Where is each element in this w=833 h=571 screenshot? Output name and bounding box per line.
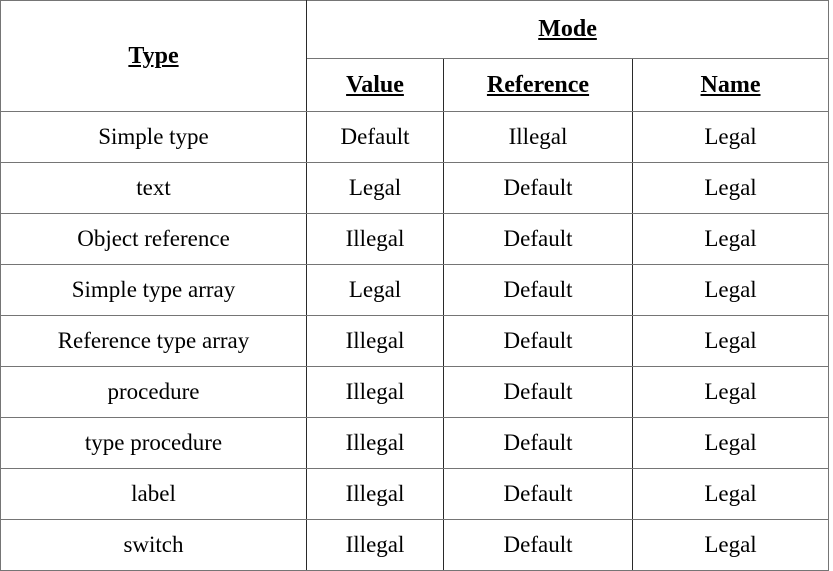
cell-reference: Default	[443, 519, 633, 571]
cell-name: Legal	[631, 417, 830, 469]
cell-type: Simple type	[0, 111, 307, 163]
table-header: Type Mode Value Reference Name	[0, 0, 830, 112]
cell-value: Illegal	[306, 213, 444, 265]
column-header-value-label: Value	[346, 71, 404, 98]
cell-type: switch	[0, 519, 307, 571]
cell-type: Simple type array	[0, 264, 307, 316]
cell-type: Reference type array	[0, 315, 307, 367]
cell-name: Legal	[631, 519, 830, 571]
cell-name: Legal	[631, 111, 830, 163]
cell-reference: Default	[443, 213, 633, 265]
table-header-row-sub: Value Reference Name	[1, 58, 830, 112]
column-group-header-mode-label: Mode	[538, 16, 597, 43]
column-header-name: Name	[631, 58, 830, 112]
cell-value: Legal	[306, 264, 444, 316]
cell-reference: Default	[443, 468, 633, 520]
cell-name: Legal	[631, 366, 830, 418]
column-header-value: Value	[306, 58, 444, 112]
cell-type: label	[0, 468, 307, 520]
cell-reference: Illegal	[443, 111, 633, 163]
cell-name: Legal	[631, 468, 830, 520]
cell-reference: Default	[443, 417, 633, 469]
column-header-reference-label: Reference	[486, 71, 590, 98]
cell-value: Illegal	[306, 315, 444, 367]
cell-value: Illegal	[306, 417, 444, 469]
cell-reference: Default	[443, 264, 633, 316]
cell-value: Default	[306, 111, 444, 163]
column-group-header-mode: Mode	[305, 0, 830, 59]
cell-type: Object reference	[0, 213, 307, 265]
cell-value: Illegal	[306, 468, 444, 520]
cell-type: procedure	[0, 366, 307, 418]
column-header-type: Type	[0, 0, 307, 112]
cell-value: Legal	[306, 162, 444, 214]
cell-value: Illegal	[306, 366, 444, 418]
cell-reference: Default	[443, 366, 633, 418]
cell-name: Legal	[631, 264, 830, 316]
cell-type: type procedure	[0, 417, 307, 469]
table-header-row-group: Type Mode	[0, 0, 830, 112]
cell-reference: Default	[443, 162, 633, 214]
column-header-reference: Reference	[443, 58, 633, 112]
cell-value: Illegal	[306, 519, 444, 571]
cell-name: Legal	[631, 213, 830, 265]
cell-name: Legal	[631, 315, 830, 367]
cell-name: Legal	[631, 162, 830, 214]
cell-reference: Default	[443, 315, 633, 367]
cell-type: text	[0, 162, 307, 214]
column-header-name-label: Name	[700, 71, 761, 98]
column-header-type-label: Type	[128, 42, 179, 69]
